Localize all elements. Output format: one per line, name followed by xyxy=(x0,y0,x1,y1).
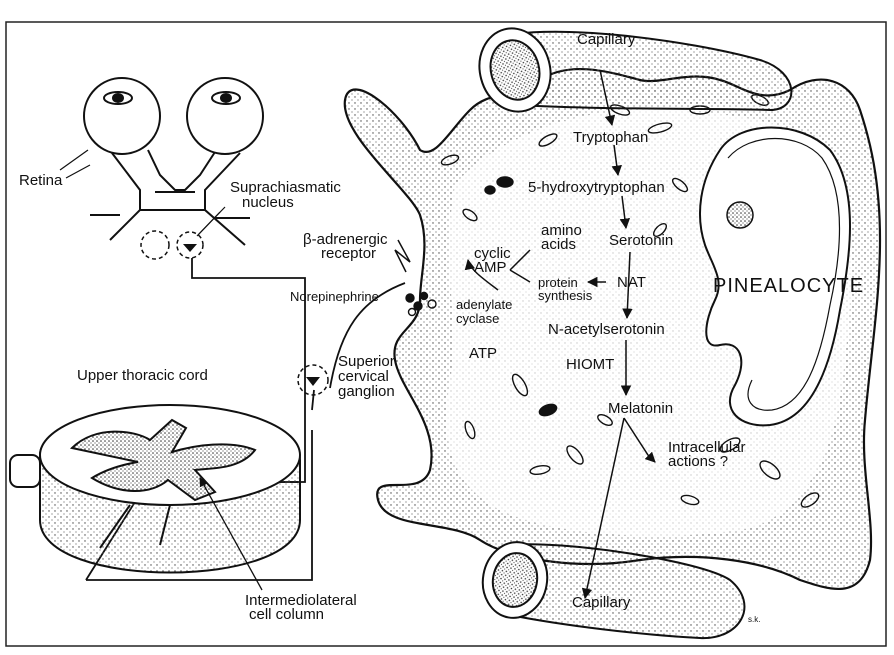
label-upper-thoracic-cord: Upper thoracic cord xyxy=(77,368,208,383)
artist-initials: s.k. xyxy=(748,615,760,624)
label-serotonin: Serotonin xyxy=(609,233,673,248)
label-adenylate-line1: adenylate xyxy=(456,298,512,311)
eyes xyxy=(60,78,263,259)
label-norepinephrine: Norepinephrine xyxy=(290,290,379,303)
label-scn-line1: Suprachiasmatic xyxy=(230,181,341,195)
left-eye xyxy=(84,78,160,154)
label-atp: ATP xyxy=(469,346,497,361)
label-scg-line3: ganglion xyxy=(338,385,395,399)
label-protein-line2: synthesis xyxy=(538,289,592,302)
label-nat: NAT xyxy=(617,275,646,290)
label-camp-line2: AMP xyxy=(474,261,507,275)
label-scg-line1: Superior xyxy=(338,355,395,369)
label-scg-line2: cervical xyxy=(338,370,389,384)
spinal-cord xyxy=(10,405,300,573)
label-hiomt: HIOMT xyxy=(566,357,614,372)
nucleolus xyxy=(727,202,753,228)
label-capillary-top: Capillary xyxy=(577,32,635,47)
label-beta-line2: receptor xyxy=(321,247,376,261)
left-dashed-nucleus xyxy=(141,231,169,259)
label-amino-line2: acids xyxy=(541,238,576,252)
optic-nerves xyxy=(110,150,245,245)
label-scn-line2: nucleus xyxy=(242,196,294,210)
superior-cervical-ganglion xyxy=(298,365,328,395)
label-melatonin: Melatonin xyxy=(608,401,673,416)
label-iml-line2: cell column xyxy=(249,608,324,622)
label-5-hydroxytryptophan: 5-hydroxytryptophan xyxy=(528,180,665,195)
label-retina: Retina xyxy=(19,173,62,188)
label-pinealocyte: PINEALOCYTE xyxy=(713,279,864,294)
label-adenylate-line2: cyclase xyxy=(456,312,499,325)
label-intracellular-line2: actions ? xyxy=(668,455,728,469)
label-capillary-bottom: Capillary xyxy=(572,595,630,610)
right-eye xyxy=(187,78,263,154)
label-tryptophan: Tryptophan xyxy=(573,130,648,145)
label-n-acetylserotonin: N-acetylserotonin xyxy=(548,322,665,337)
